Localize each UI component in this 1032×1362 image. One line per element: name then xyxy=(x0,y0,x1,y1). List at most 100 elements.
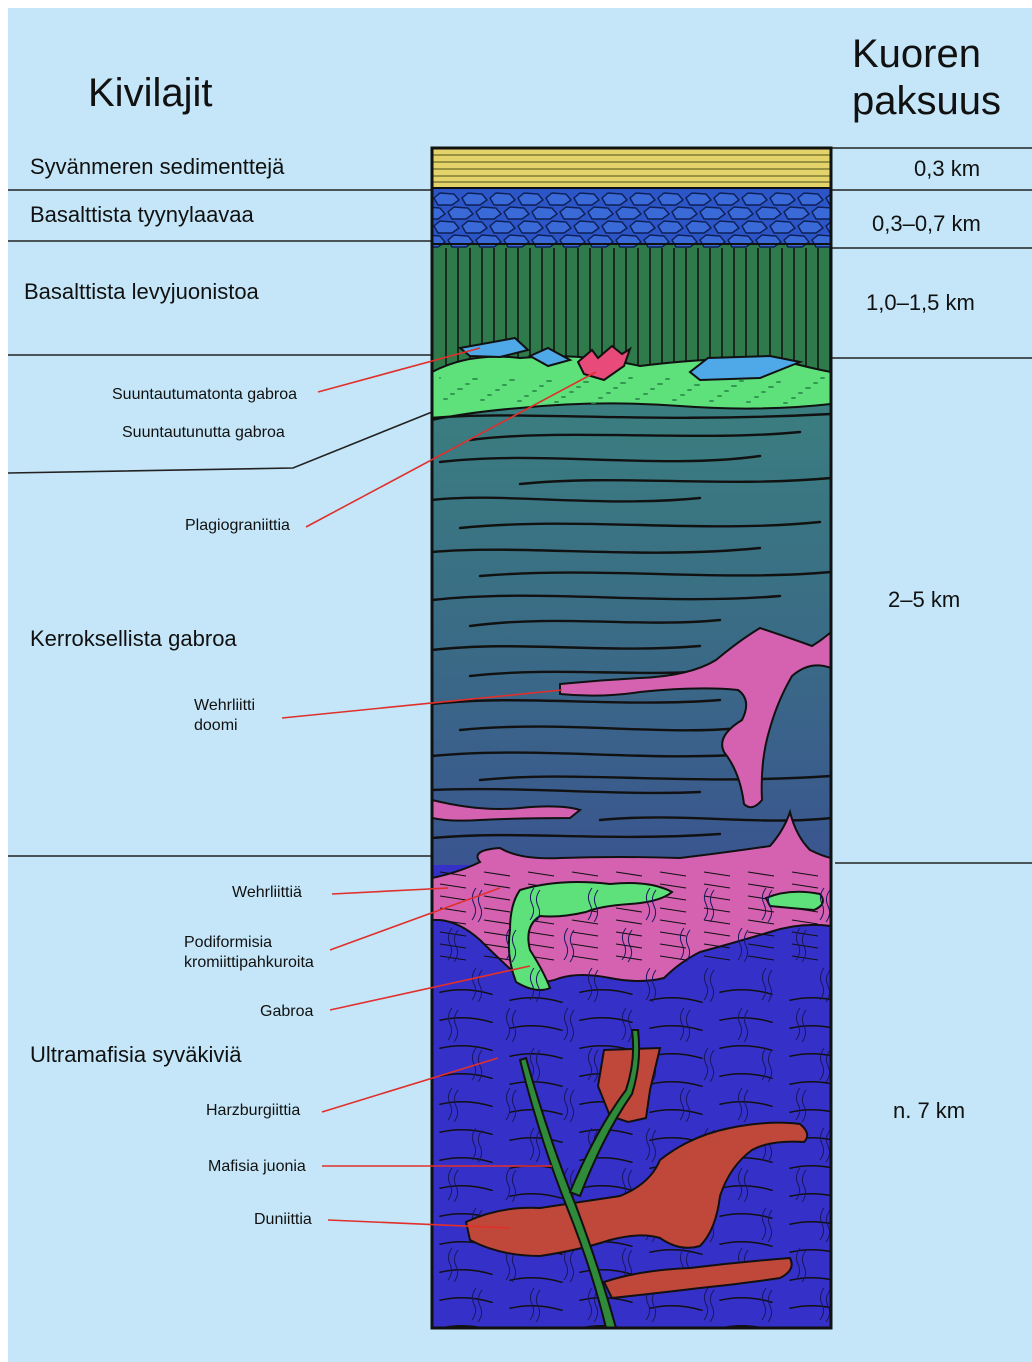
speckle xyxy=(665,378,667,380)
pillow xyxy=(658,193,683,205)
speckle xyxy=(643,393,645,395)
pillow xyxy=(728,235,753,247)
label-doomi: doomi xyxy=(194,717,238,734)
speckle xyxy=(761,391,763,393)
pillow xyxy=(700,235,725,247)
speckle xyxy=(754,396,756,398)
pillow xyxy=(546,193,571,205)
layer-label-pillow-lava: Basalttista tyynylaavaa xyxy=(30,202,255,227)
speckle xyxy=(569,391,571,393)
pillow xyxy=(518,193,543,205)
speckle xyxy=(457,388,459,390)
pillow xyxy=(602,193,627,205)
speckle xyxy=(635,398,637,400)
speckle xyxy=(768,386,770,388)
pillow xyxy=(448,207,473,219)
pillow xyxy=(448,235,473,247)
speckle xyxy=(583,381,585,383)
pillow xyxy=(616,235,641,247)
speckle xyxy=(687,389,689,391)
speckle xyxy=(776,381,778,383)
speckle xyxy=(739,380,741,382)
pillow xyxy=(476,207,501,219)
speckle xyxy=(465,383,467,385)
speckle xyxy=(439,377,441,379)
pillow xyxy=(686,193,711,205)
speckle xyxy=(805,387,807,389)
gabbro-body-2 xyxy=(766,892,823,910)
pillow xyxy=(700,207,725,219)
speckle xyxy=(524,395,526,397)
pillow xyxy=(798,221,823,233)
pillow xyxy=(756,207,781,219)
speckle xyxy=(606,392,608,394)
pillow xyxy=(560,235,585,247)
pillow xyxy=(546,221,571,233)
pillow xyxy=(714,193,739,205)
speckle xyxy=(509,379,511,381)
speckle xyxy=(628,377,630,379)
pillow xyxy=(518,221,543,233)
speckle xyxy=(561,396,563,398)
right-title-line1: Kuoren xyxy=(852,32,981,76)
label-plagiograniittia: Plagiograniittia xyxy=(185,517,290,534)
pillow xyxy=(742,193,767,205)
pillow xyxy=(672,207,697,219)
speckle xyxy=(724,390,726,392)
pillow xyxy=(742,221,767,233)
speckle xyxy=(554,401,556,403)
pillow xyxy=(714,221,739,233)
pillow xyxy=(770,193,795,205)
left-title: Kivilajit xyxy=(88,71,212,115)
thickness-sediments: 0,3 km xyxy=(914,156,980,181)
pillow xyxy=(434,193,459,205)
speckle xyxy=(650,388,652,390)
pillow xyxy=(798,193,823,205)
pillow xyxy=(588,207,613,219)
speckle xyxy=(783,402,785,404)
speckle xyxy=(502,384,504,386)
pillow xyxy=(532,207,557,219)
label-suuntautumatonta-gabroa: Suuntautumatonta gabroa xyxy=(112,386,297,403)
thickness-layered-gabbro: 2–5 km xyxy=(888,587,960,612)
thickness-sheeted-dikes: 1,0–1,5 km xyxy=(866,290,975,315)
pillow xyxy=(616,207,641,219)
label-wehrliitti: Wehrliitti xyxy=(194,697,255,714)
pillow xyxy=(504,207,529,219)
speckle xyxy=(443,398,445,400)
speckle xyxy=(731,385,733,387)
pillow xyxy=(476,235,501,247)
speckle xyxy=(798,392,800,394)
rock-column xyxy=(420,148,851,1338)
speckle xyxy=(576,386,578,388)
pillow xyxy=(784,207,809,219)
label-podiformisia: Podiformisia xyxy=(184,934,272,951)
thickness-pillow-lava: 0,3–0,7 km xyxy=(872,211,981,236)
speckle xyxy=(694,384,696,386)
pillow xyxy=(644,235,669,247)
speckle xyxy=(450,393,452,395)
pillow xyxy=(770,221,795,233)
speckle xyxy=(680,394,682,396)
label-duniittia: Duniittia xyxy=(254,1211,312,1228)
pillow xyxy=(462,221,487,233)
speckle xyxy=(813,382,815,384)
pillow xyxy=(630,221,655,233)
layer-label-ultramafic: Ultramafisia syväkiviä xyxy=(30,1042,242,1067)
pillow xyxy=(560,207,585,219)
pillow xyxy=(728,207,753,219)
speckle xyxy=(598,397,600,399)
pillow xyxy=(756,235,781,247)
speckle xyxy=(517,400,519,402)
pillow xyxy=(504,235,529,247)
speckle xyxy=(672,399,674,401)
speckle xyxy=(620,382,622,384)
right-title-line2: paksuus xyxy=(852,79,1001,123)
speckle xyxy=(532,390,534,392)
pillow xyxy=(434,221,459,233)
layer-label-layered-gabbro: Kerroksellista gabroa xyxy=(30,626,237,651)
pillow xyxy=(574,221,599,233)
speckle xyxy=(495,389,497,391)
